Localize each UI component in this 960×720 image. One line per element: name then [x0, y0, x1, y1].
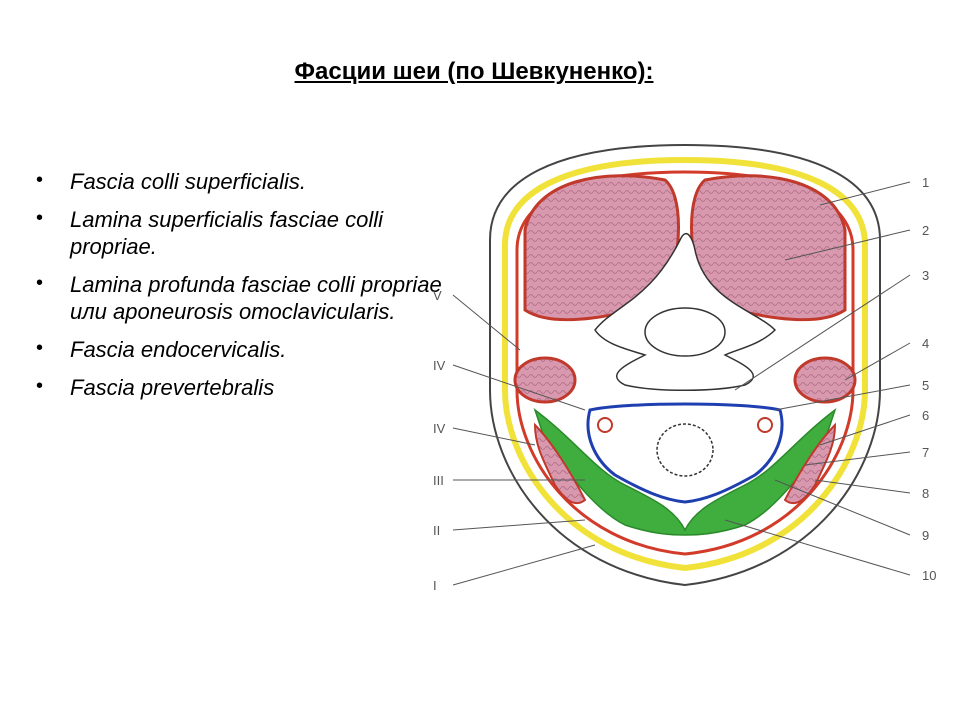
sternocleidomastoid-left [533, 422, 587, 505]
label-6: 6 [922, 408, 929, 423]
label-V: V [433, 288, 442, 303]
label-III: III [433, 473, 444, 488]
label-IV-1: IV [433, 358, 446, 373]
vessel-left [597, 417, 613, 433]
label-7: 7 [922, 445, 929, 460]
label-1: 1 [922, 175, 929, 190]
muscle-right [793, 356, 857, 404]
list-item: Fascia colli superficialis. [36, 167, 446, 195]
muscle-left [513, 356, 577, 404]
superficial-fascia [502, 156, 868, 572]
neck-cross-section-svg: 1 2 3 4 5 6 7 8 9 10 V IV IV III II I [433, 143, 936, 593]
neck-cross-section-diagram: 1 2 3 4 5 6 7 8 9 10 V IV IV III II I [425, 140, 960, 610]
label-I: I [433, 578, 437, 593]
trapezius-right [690, 174, 847, 322]
label-IV-2: IV [433, 421, 446, 436]
prevertebral-fascia [533, 407, 837, 536]
label-4: 4 [922, 336, 929, 351]
fascia-list: Fascia colli superficialis. Lamina super… [36, 167, 446, 412]
vessel-right [757, 417, 773, 433]
list-item: Fascia endocervicalis. [36, 335, 446, 363]
label-II: II [433, 523, 440, 538]
list-item: Lamina profunda fasciae colli propriae и… [36, 270, 446, 325]
list-item: Fascia prevertebralis [36, 373, 446, 401]
label-3: 3 [922, 268, 929, 283]
label-2: 2 [922, 223, 929, 238]
vertebral-foramen [644, 307, 726, 357]
label-9: 9 [922, 528, 929, 543]
trapezius-left [523, 174, 680, 322]
label-8: 8 [922, 486, 929, 501]
trachea [656, 423, 714, 477]
label-5: 5 [922, 378, 929, 393]
slide-title: Фасции шеи (по Шевкуненко): [294, 58, 654, 85]
list-item: Lamina superficialis fasciae colli propr… [36, 205, 446, 260]
label-10: 10 [922, 568, 936, 583]
